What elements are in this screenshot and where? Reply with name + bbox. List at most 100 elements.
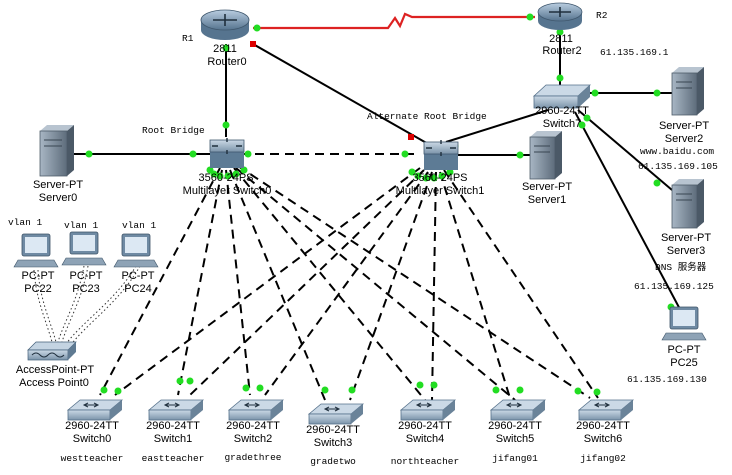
port-up-light — [186, 377, 194, 385]
multilayer-switch1[interactable]: Alternate Root Bridge 3560-24PS Multilay… — [367, 111, 487, 197]
pc-icon — [61, 231, 107, 266]
switch7[interactable]: 2960-24TT Switch7 — [532, 84, 592, 130]
router2-name: Router2 — [542, 45, 581, 57]
wireless-link-pc24 — [65, 265, 137, 345]
switch-model: 2960-24TT — [306, 424, 360, 436]
access-point0[interactable]: AccessPoint-PT Access Point0 — [16, 341, 95, 389]
port-up-light — [256, 384, 264, 392]
mls1-model: 3560-24PS — [412, 172, 467, 184]
port-up-light — [114, 387, 122, 395]
multilayer-switch0[interactable]: Root Bridge 3560-24PS Multilayer Switch0 — [142, 125, 271, 197]
router2-model: 2811 — [549, 33, 573, 45]
server3[interactable]: Server-PT Server3 DNS 服务器 61.135.169.125 — [634, 179, 714, 292]
port-up-light — [242, 384, 250, 392]
pc25-model: PC-PT — [668, 344, 701, 356]
server2-ip: 61.135.169.105 — [638, 161, 718, 172]
switch7-model: 2960-24TT — [535, 105, 589, 117]
port-up-light — [438, 172, 446, 180]
pc23-name: PC23 — [72, 283, 100, 295]
link-switch7-pc25[interactable] — [574, 111, 683, 314]
port-up-light — [526, 13, 534, 21]
router0[interactable]: 2811 Router0 R1 — [182, 9, 250, 68]
pc25[interactable]: PC-PT PC25 61.135.169.130 — [627, 306, 707, 385]
switch-name: Switch1 — [154, 433, 193, 445]
port-up-light — [401, 150, 409, 158]
port-up-light — [516, 386, 524, 394]
wireless-link-pc23 — [57, 265, 85, 343]
access-point-icon — [27, 341, 77, 361]
server0[interactable]: Server-PT Server0 — [33, 125, 83, 204]
port-up-light — [574, 387, 582, 395]
link-switch7-server3[interactable] — [577, 109, 673, 191]
server1[interactable]: Server-PT Server1 — [522, 131, 572, 206]
pc23-model: PC-PT — [70, 270, 103, 282]
port-status-lights — [85, 13, 675, 396]
port-up-light — [653, 89, 661, 97]
port-blocked-light — [250, 41, 256, 47]
port-up-light — [232, 170, 240, 178]
port-up-light — [253, 24, 261, 32]
port-up-light — [556, 28, 564, 36]
pc24[interactable]: vlan 1 PC-PT PC24 — [113, 220, 159, 295]
mls0-model: 3560-24PS — [198, 172, 253, 184]
ap0-model: AccessPoint-PT — [16, 364, 95, 376]
serial-link-router0-router2[interactable] — [253, 12, 535, 30]
server0-name: Server0 — [39, 192, 78, 204]
switch7-name: Switch7 — [543, 118, 582, 130]
server2[interactable]: Server-PT Server2 www.baidu.com 61.135.1… — [638, 67, 718, 172]
server-icon — [39, 125, 74, 177]
port-up-light — [516, 151, 524, 159]
mls0-name: Multilayer Switch0 — [183, 185, 272, 197]
pc-icon — [661, 306, 707, 341]
switch-icon — [532, 84, 592, 109]
switch-icon — [489, 399, 547, 421]
switch-model: 2960-24TT — [65, 420, 119, 432]
switch-icon — [147, 399, 205, 421]
switch-icon — [227, 399, 285, 421]
pc25-name: PC25 — [670, 357, 698, 369]
router0-name: Router0 — [207, 56, 246, 68]
pc22-name: PC22 — [24, 283, 52, 295]
port-up-light — [216, 172, 224, 180]
pc24-model: PC-PT — [122, 270, 155, 282]
multilayer-switch-icon — [209, 138, 245, 168]
port-up-light — [591, 89, 599, 97]
switch-icon — [307, 403, 365, 425]
switch-group-label: gradetwo — [310, 456, 356, 467]
server-icon — [671, 179, 704, 229]
multilayer-switch-icon — [423, 140, 459, 170]
pc24-vlan: vlan 1 — [122, 220, 157, 231]
router2-tag: R2 — [596, 10, 608, 21]
port-up-light — [85, 150, 93, 158]
switch-group-label: northteacher — [391, 456, 459, 467]
switch-model: 2960-24TT — [576, 420, 630, 432]
access-switches: 2960-24TTSwitch0westteacher2960-24TTSwit… — [61, 399, 635, 467]
router-icon — [200, 9, 250, 40]
switch-icon — [577, 399, 635, 421]
link-router0-mls1[interactable] — [252, 43, 431, 146]
router2[interactable]: 2811 Router2 R2 61.135.169.1 — [537, 2, 669, 58]
pc22-vlan: vlan 1 — [8, 217, 43, 228]
ap0-name: Access Point0 — [19, 377, 89, 389]
links — [33, 12, 683, 401]
mls1-name: Multilayer Switch1 — [396, 185, 485, 197]
switch-group-label: jifang02 — [580, 453, 626, 464]
router0-tag: R1 — [182, 33, 194, 44]
link-mls1-switch7[interactable] — [445, 109, 549, 143]
server1-model: Server-PT — [522, 181, 572, 193]
port-up-light — [210, 170, 218, 178]
pc23[interactable]: vlan 1 PC-PT PC23 — [61, 220, 107, 295]
port-up-light — [408, 168, 416, 176]
server0-model: Server-PT — [33, 179, 83, 191]
pc22[interactable]: vlan 1 PC-PT PC22 — [8, 217, 59, 295]
switch-group-label: westteacher — [61, 453, 124, 464]
router2-ip: 61.135.169.1 — [600, 47, 669, 58]
switch-model: 2960-24TT — [146, 420, 200, 432]
